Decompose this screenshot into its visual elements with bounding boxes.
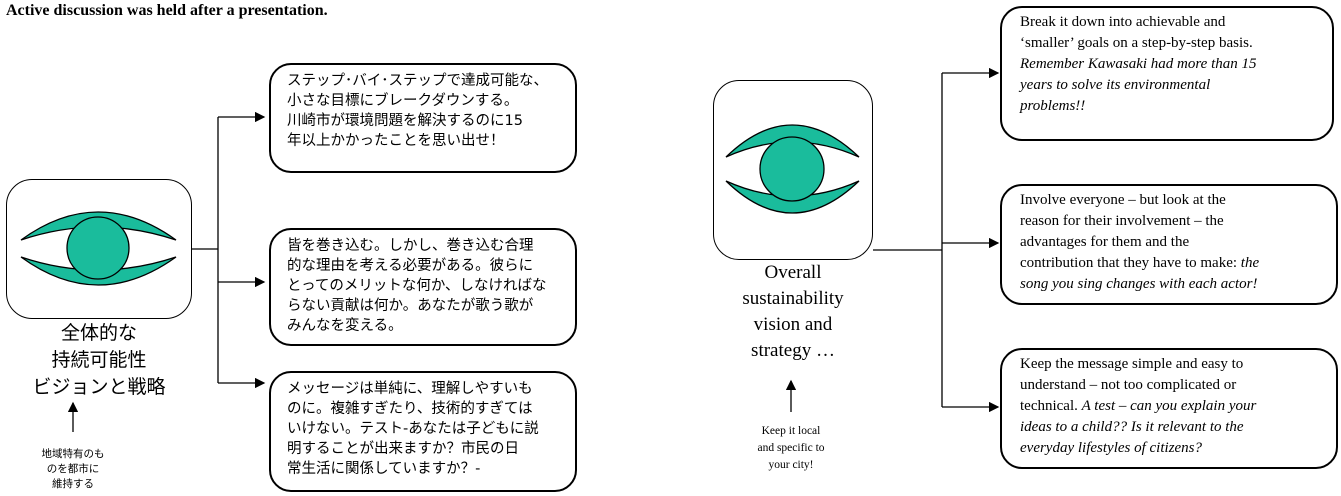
note-line: のを都市に (46, 463, 100, 475)
caption-line: strategy … (751, 340, 835, 361)
box-line: メッセージは単純に、理解しやすいも (287, 381, 533, 397)
caption-line: sustainability (742, 288, 844, 309)
caption-line: Overall (764, 262, 822, 283)
note-line: and specific to (757, 442, 825, 454)
box-line: technical. A test – can you explain your (1020, 396, 1328, 417)
box-line: 的な理由を考える必要がある。彼らに (287, 258, 534, 274)
box-italic: problems!! (1020, 98, 1086, 114)
box-italic: the (1240, 255, 1260, 271)
box-line: 明することが出来ますか？市民の日 (287, 441, 519, 457)
box-line: song you sing changes with each actor! (1020, 274, 1328, 295)
box-line: contribution that they have to make: the (1020, 253, 1328, 274)
box-line: Keep the message simple and easy to (1020, 356, 1244, 372)
box-line: understand – not too complicated or (1020, 377, 1237, 393)
local-note-jp: 地域特有のも のを都市に 維持する (23, 447, 123, 492)
caption-line: 全体的な (60, 322, 137, 344)
box-line: みんなを変える。 (287, 318, 403, 334)
eye-icon (20, 211, 177, 286)
box-line: 小さな目標にブレークダウンする。 (287, 93, 519, 109)
note-line: 地域特有のも (41, 448, 105, 460)
slide-heading: Active discussion was held after a prese… (6, 2, 328, 19)
box-italic: song you sing changes with each actor! (1020, 276, 1258, 292)
box-line: problems!! (1020, 96, 1324, 117)
box-italic: everyday lifestyles of citizens? (1020, 440, 1203, 456)
box-line: らない貢献は何か。あなたが歌う歌が (287, 298, 534, 314)
eye-icon (725, 124, 860, 214)
message-box-jp: メッセージは単純に、理解しやすいも のに。複雑すぎたり、技術的すぎては いけない… (269, 371, 577, 492)
box-text: technical. (1020, 398, 1082, 414)
box-line: とってのメリットな何か、しなければな (287, 278, 547, 294)
box-line: advantages for them and the (1020, 234, 1190, 250)
caption-line: vision and (753, 314, 833, 335)
message-box-en: Keep the message simple and easy to unde… (1000, 348, 1338, 469)
box-italic: Remember Kawasaki had more than 15 (1020, 56, 1257, 72)
box-line: Remember Kawasaki had more than 15 (1020, 54, 1324, 75)
box-line: ‘smaller’ goals on a step-by-step basis. (1020, 35, 1253, 51)
box-line: 川崎市が環境問題を解決するのに15 (287, 113, 523, 129)
box-italic: ideas to a child?? Is it relevant to the (1020, 419, 1244, 435)
box-italic: years to solve its environmental (1020, 77, 1211, 93)
box-line: everyday lifestyles of citizens? (1020, 438, 1328, 459)
vision-eye-icon-frame-right (713, 80, 873, 260)
vision-caption-jp: 全体的な 持続可能性 ビジョンと戦略 (6, 320, 192, 401)
involve-box-en: Involve everyone – but look at the reaso… (1000, 184, 1338, 305)
local-note-en: Keep it local and specific to your city! (745, 423, 837, 474)
box-line: reason for their involvement – the (1020, 213, 1224, 229)
box-text: contribution that they have to make: (1020, 255, 1241, 271)
vision-caption-en: Overall sustainability vision and strate… (713, 260, 873, 364)
box-line: ステップ･バイ･ステップで達成可能な、 (287, 73, 548, 89)
vision-eye-icon-frame-left (6, 179, 192, 319)
box-line: いけない。テスト-あなたは子どもに説 (287, 421, 539, 437)
note-line: Keep it local (761, 425, 821, 437)
box-line: Break it down into achievable and (1020, 14, 1226, 30)
box-line: 年以上かかったことを思い出せ！ (287, 133, 505, 149)
goals-box-en: Break it down into achievable and ‘small… (1000, 6, 1334, 141)
caption-line: ビジョンと戦略 (32, 376, 166, 398)
caption-line: 持続可能性 (51, 349, 147, 371)
box-line: 常生活に関係していますか？- (287, 461, 481, 477)
box-line: 皆を巻き込む。しかし、巻き込む合理 (287, 238, 534, 254)
note-line: your city! (768, 459, 814, 471)
box-line: Involve everyone – but look at the (1020, 192, 1226, 208)
involve-box-jp: 皆を巻き込む。しかし、巻き込む合理 的な理由を考える必要がある。彼らに とっての… (269, 228, 577, 346)
box-italic: A test – can you explain your (1081, 398, 1257, 414)
box-line: years to solve its environmental (1020, 75, 1324, 96)
box-line: のに。複雑すぎたり、技術的すぎては (287, 401, 533, 417)
box-line: ideas to a child?? Is it relevant to the (1020, 417, 1328, 438)
goals-box-jp: ステップ･バイ･ステップで達成可能な、 小さな目標にブレークダウンする。 川崎市… (269, 63, 577, 173)
note-line: 維持する (52, 478, 94, 490)
